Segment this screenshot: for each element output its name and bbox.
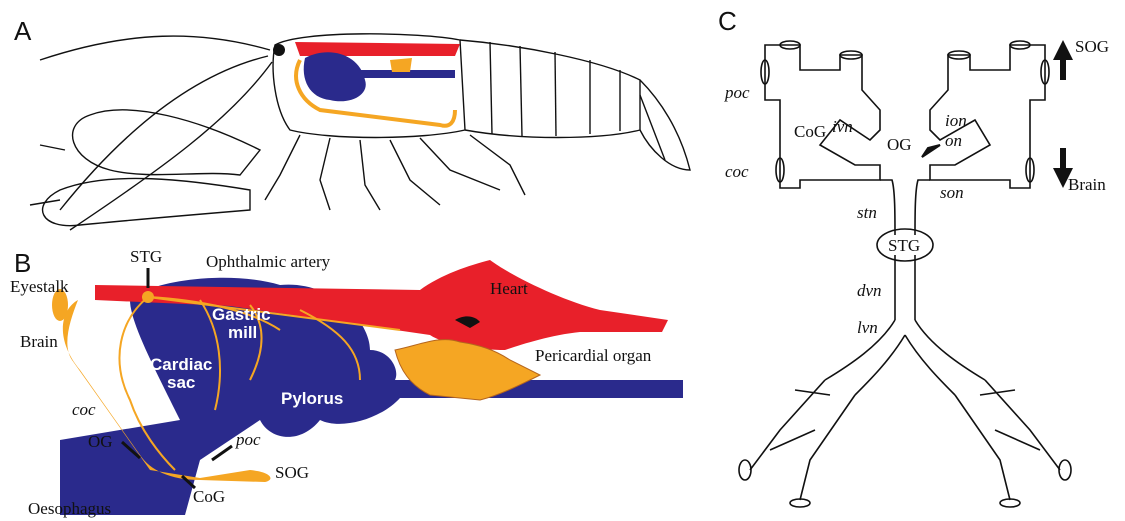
pericardial-organ-a (390, 58, 412, 72)
label-ophthalmic-artery: Ophthalmic artery (206, 252, 331, 271)
label-ion: ion (945, 111, 967, 130)
label-on: on (945, 131, 962, 150)
label-eyestalk: Eyestalk (10, 277, 69, 296)
stomach-shape-a (304, 52, 366, 101)
arrow-sog-up (1053, 40, 1073, 80)
label-lvn: lvn (857, 318, 878, 337)
label-pericardial-organ: Pericardial organ (535, 346, 652, 365)
label-stg: STG (130, 247, 162, 266)
label-mill: mill (228, 323, 257, 342)
label-coc-b: coc (72, 400, 96, 419)
label-cog-b: CoG (193, 487, 225, 506)
label-son: son (940, 183, 964, 202)
eye-a (273, 44, 285, 56)
label-brain: Brain (20, 332, 58, 351)
stomatogastric-schematic (739, 41, 1071, 507)
panel-a: A (14, 16, 690, 230)
label-oesophagus: Oesophagus (28, 499, 111, 518)
crayfish-drawing (30, 34, 690, 230)
panel-c-letter: C (718, 6, 737, 36)
arrow-on (922, 145, 940, 157)
label-og-b: OG (88, 432, 113, 451)
label-stn: stn (857, 203, 877, 222)
label-dvn: dvn (857, 281, 882, 300)
label-poc-b: poc (235, 430, 261, 449)
label-sog-b: SOG (275, 463, 309, 482)
label-cardiac: Cardiac (150, 355, 212, 374)
panel-b-letter: B (14, 248, 31, 278)
panel-b: B STG Ophthalmic artery Eyestalk Heart B… (10, 247, 683, 518)
label-heart: Heart (490, 279, 528, 298)
panel-c: C (718, 6, 1109, 507)
label-sog-c: SOG (1075, 37, 1109, 56)
label-stg-c: STG (888, 236, 920, 255)
label-og-c: OG (887, 135, 912, 154)
label-brain-c: Brain (1068, 175, 1106, 194)
label-cog-c: CoG (794, 122, 826, 141)
label-coc-c: coc (725, 162, 749, 181)
label-gastric: Gastric (212, 305, 271, 324)
label-sac: sac (167, 373, 195, 392)
panel-a-letter: A (14, 16, 32, 46)
label-poc-c: poc (724, 83, 750, 102)
label-ivn: ivn (832, 117, 853, 136)
label-pylorus: Pylorus (281, 389, 343, 408)
